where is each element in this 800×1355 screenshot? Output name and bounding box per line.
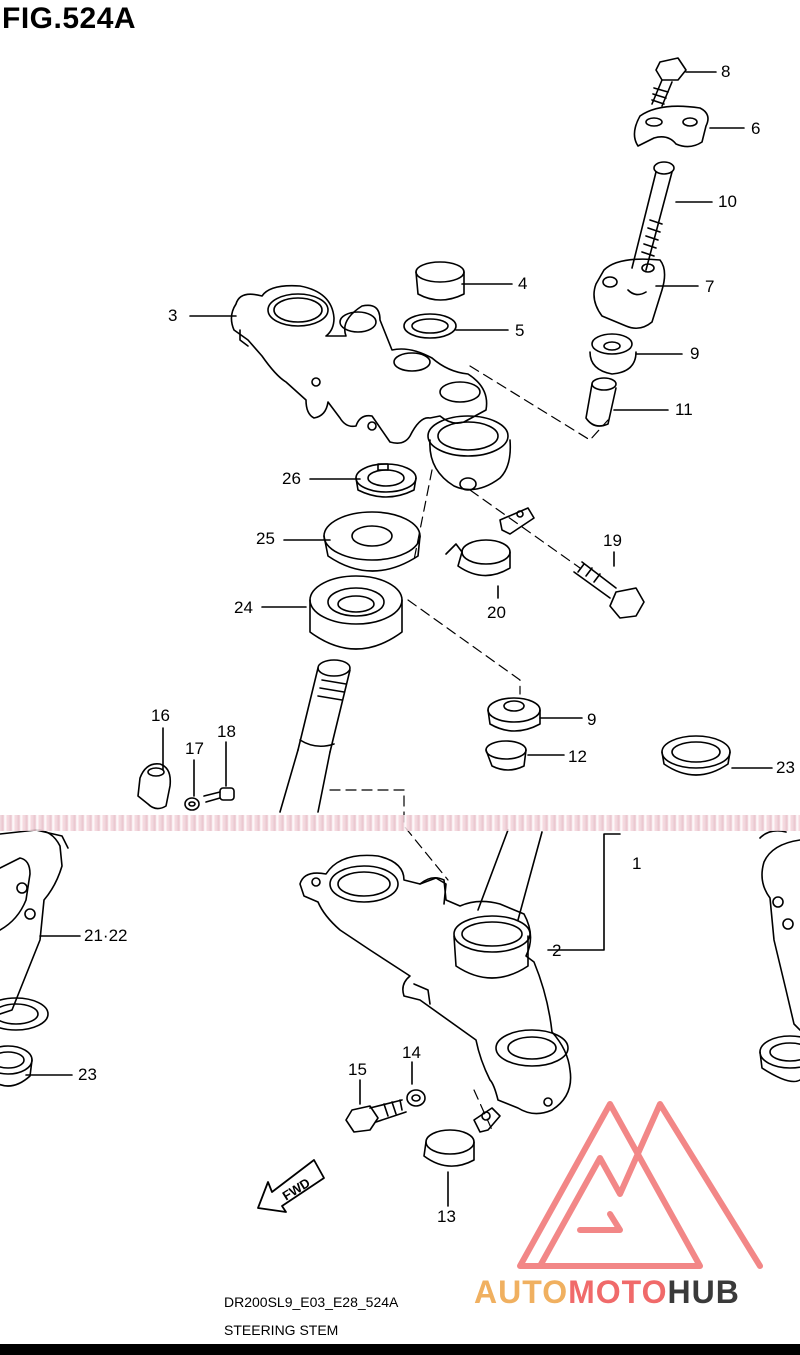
fwd-arrow (257, 1159, 325, 1213)
callout-4: 4 (518, 274, 528, 293)
part-23-ring-left (0, 997, 49, 1087)
figure-title: FIG.524A (2, 2, 137, 35)
callout-7: 7 (705, 277, 715, 296)
part-5-ring (403, 313, 457, 339)
part-6-clamp (633, 105, 709, 148)
part-7-clamp (593, 258, 666, 330)
part-20-clip (445, 507, 535, 577)
callout-3: 3 (168, 306, 178, 325)
part-4-cap (415, 261, 465, 301)
callout-21-22: 21·22 (84, 926, 128, 945)
part-8-bolt (651, 57, 687, 107)
assembly-dash-lines (329, 365, 609, 1131)
part-16-clamp (137, 762, 172, 810)
part-17-washer (184, 797, 200, 811)
part-12-grommet (485, 740, 527, 771)
callout-5: 5 (515, 321, 525, 340)
part-18-screw (203, 787, 235, 803)
torn-edge-band (0, 815, 800, 831)
callout-9-lower: 9 (587, 710, 597, 729)
callout-9-upper: 9 (690, 344, 700, 363)
part-26-nut (355, 463, 417, 498)
watermark-moto: MOTO (568, 1274, 668, 1310)
part-23-ring-right (661, 735, 731, 776)
part-13-clip (423, 1107, 501, 1167)
callout-15: 15 (348, 1060, 367, 1079)
part-11-collar (585, 377, 617, 427)
part-15-bolt (345, 1099, 407, 1133)
callout-2: 2 (552, 941, 562, 960)
part-1-lower-bracket (299, 854, 572, 1115)
watermark-logo-mark (517, 1101, 763, 1269)
callout-8: 8 (721, 62, 731, 81)
callout-11: 11 (675, 400, 693, 419)
part-9-damper-lower (487, 697, 541, 732)
callout-10: 10 (718, 192, 737, 211)
leader-lines (25, 71, 773, 1207)
callout-24: 24 (234, 598, 253, 617)
bottom-border (0, 1344, 800, 1355)
watermark-hub: HUB (667, 1274, 740, 1310)
right-side-bracket (759, 830, 800, 1083)
diagram-code: DR200SL9_E03_E28_524A (224, 1294, 399, 1310)
callout-6: 6 (751, 119, 761, 138)
part-24-bearing (309, 575, 403, 650)
part-14-washer (406, 1089, 426, 1107)
part-19-bolt (573, 561, 645, 619)
part-3-upper-bracket (230, 284, 512, 491)
callout-20: 20 (487, 603, 506, 622)
callout-26: 26 (282, 469, 301, 488)
part-25-seal (323, 511, 421, 572)
steering-stem-shaft (279, 659, 543, 921)
callout-12: 12 (568, 747, 587, 766)
callout-17: 17 (185, 739, 204, 758)
callout-16: 16 (151, 706, 170, 725)
callout-13: 13 (437, 1207, 456, 1226)
watermark-brand: AUTOMOTOHUB (474, 1274, 740, 1311)
callout-19: 19 (603, 531, 622, 550)
callout-25: 25 (256, 529, 275, 548)
watermark-auto: AUTO (474, 1274, 569, 1310)
callout-18: 18 (217, 722, 236, 741)
part-21-22-bracket (0, 829, 69, 1015)
callout-14: 14 (402, 1043, 421, 1062)
part-10-bolt (631, 161, 675, 271)
callout-23-left: 23 (78, 1065, 97, 1084)
part-9-damper-upper (589, 333, 637, 375)
callout-1: 1 (632, 854, 642, 873)
callout-23-right: 23 (776, 758, 795, 777)
diagram-name: STEERING STEM (224, 1322, 339, 1338)
